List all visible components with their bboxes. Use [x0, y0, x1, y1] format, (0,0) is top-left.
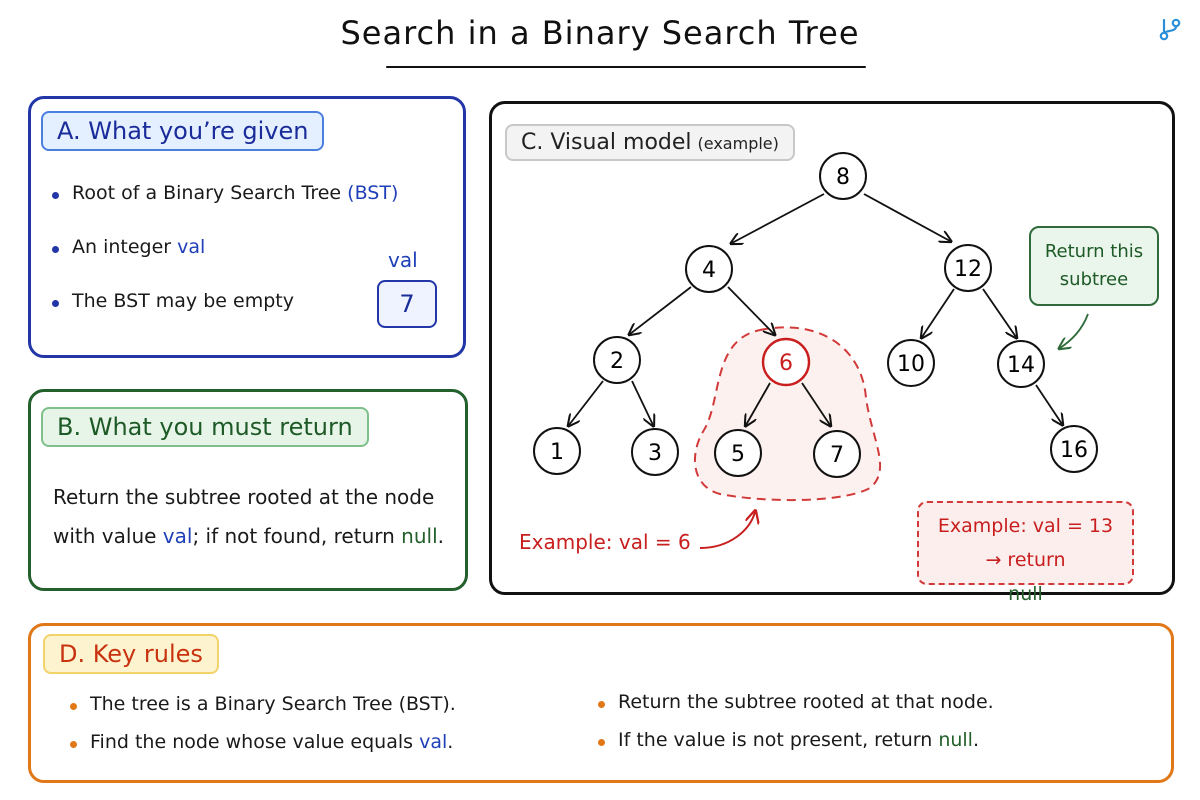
return-panel: [28, 389, 468, 591]
return-heading: B. What you must return: [41, 407, 369, 447]
rule-item: Find the node whose value equals val.: [68, 731, 456, 769]
title-underline: [386, 66, 866, 68]
given-item: Root of a Binary Search Tree (BST): [50, 182, 398, 236]
key-rules-panel: [28, 623, 1174, 783]
given-heading: A. What you’re given: [41, 111, 325, 151]
given-list: Root of a Binary Search Tree (BST) An in…: [50, 182, 398, 344]
key-rules-left-list: The tree is a Binary Search Tree (BST). …: [68, 693, 456, 769]
val-value-box: 7: [377, 280, 437, 328]
page-title: Search in a Binary Search Tree: [340, 14, 860, 52]
return-description: Return the subtree rooted at the node wi…: [53, 485, 444, 548]
bullet-dot-icon: [70, 741, 77, 748]
key-rules-heading: D. Key rules: [43, 634, 219, 674]
bullet-dot-icon: [52, 300, 59, 307]
given-item: The BST may be empty: [50, 290, 398, 344]
key-rules-right-list: Return the subtree rooted at that node. …: [596, 691, 994, 767]
val-label: val: [388, 248, 418, 272]
rule-item: The tree is a Binary Search Tree (BST).: [68, 693, 456, 731]
visual-model-heading: C. Visual model(example): [505, 124, 795, 161]
visual-model-panel: [489, 101, 1175, 595]
example-found-label: Example: val = 6: [519, 530, 691, 554]
return-subtree-note: Return this subtree: [1029, 226, 1159, 306]
rule-item: If the value is not present, return null…: [596, 729, 994, 767]
rule-item: Return the subtree rooted at that node.: [596, 691, 994, 729]
bullet-dot-icon: [52, 192, 59, 199]
branch-logo-icon: [1159, 18, 1181, 41]
bullet-dot-icon: [70, 703, 77, 710]
given-item: An integer val: [50, 236, 398, 290]
example-missing-note: Example: val = 13 → return null: [917, 501, 1134, 605]
given-panel: [28, 96, 466, 358]
bullet-dot-icon: [598, 739, 605, 746]
bullet-dot-icon: [598, 701, 605, 708]
bullet-dot-icon: [52, 246, 59, 253]
